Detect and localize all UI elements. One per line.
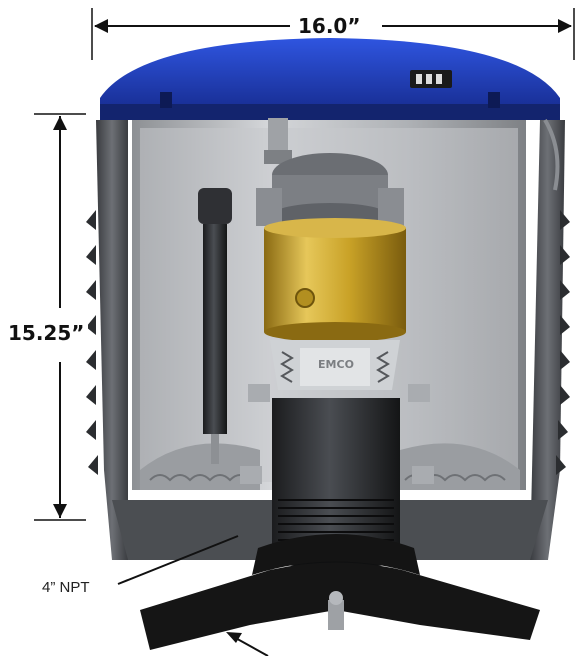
width-dimension-label: 16.0”	[294, 14, 365, 38]
blue-lid	[100, 38, 560, 191]
height-dimension	[34, 113, 86, 521]
width-dimension	[91, 8, 575, 60]
npt-callout-label: 4” NPT	[42, 579, 90, 596]
anchor-base	[140, 534, 540, 650]
npt-callout-leader	[117, 535, 239, 585]
valve-assembly	[240, 118, 434, 484]
height-dimension-label: 15.25”	[4, 321, 89, 345]
sensor-probe	[198, 188, 232, 464]
base-callout-arrow	[226, 632, 269, 656]
emco-brand-mark: EMCO	[318, 358, 354, 371]
